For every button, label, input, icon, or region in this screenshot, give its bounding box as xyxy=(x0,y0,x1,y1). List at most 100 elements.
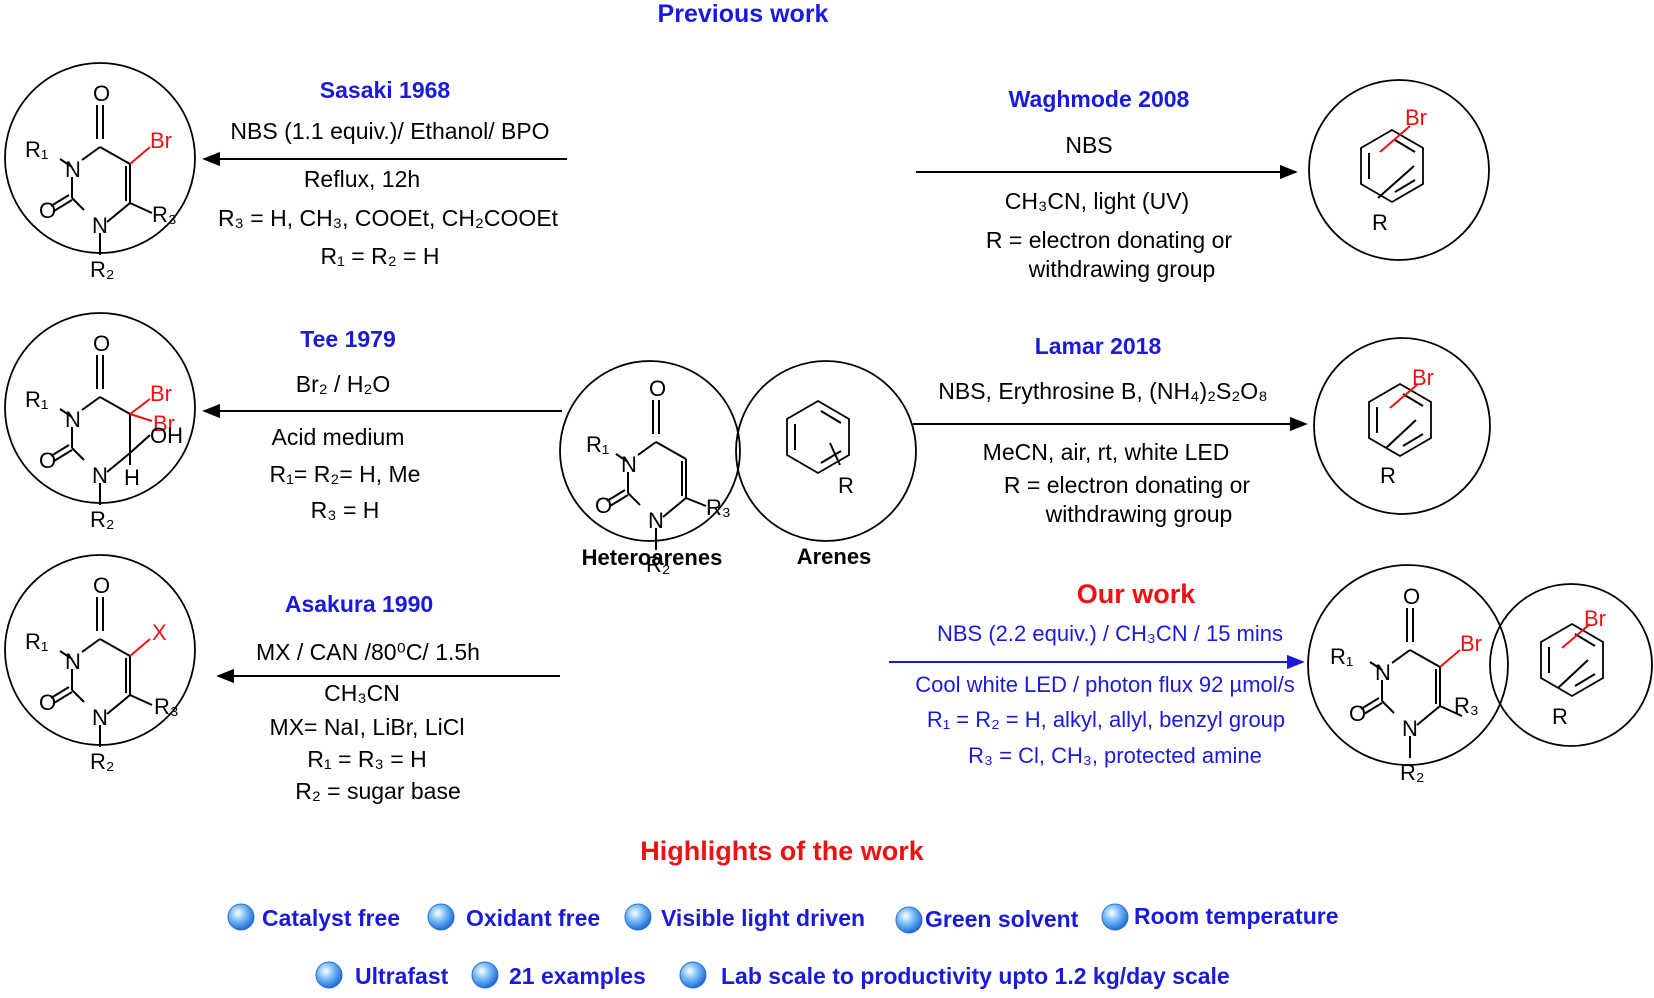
bullet-icon xyxy=(679,961,707,989)
highlight-item: 21 examples xyxy=(471,961,646,989)
sasaki-conditions: Reflux, 12h xyxy=(304,166,420,192)
highlight-item: Lab scale to productivity upto 1.2 kg/da… xyxy=(679,961,1230,989)
waghmode-reference: Waghmode 2008 xyxy=(1009,86,1190,112)
lamar-conditions: MeCN, air, rt, white LED xyxy=(983,439,1230,465)
asakura-r1-r3: R₁ = R₃ = H xyxy=(307,746,426,772)
waghmode-conditions: CH₃CN, light (UV) xyxy=(1005,188,1189,214)
sasaki-r1-r2: R₁ = R₂ = H xyxy=(321,243,440,269)
svg-text:Catalyst free: Catalyst free xyxy=(262,905,400,931)
svg-text:R₁: R₁ xyxy=(25,387,48,412)
svg-text:O: O xyxy=(93,331,110,356)
asakura-r2: R₂ = sugar base xyxy=(295,778,461,804)
lamar-reference: Lamar 2018 xyxy=(1035,333,1162,359)
arenes-label: Arenes xyxy=(797,544,872,569)
svg-text:O: O xyxy=(39,198,56,223)
bullet-icon xyxy=(427,903,455,931)
our-work-reagents: NBS (2.2 equiv.) / CH₃CN / 15 mins xyxy=(937,621,1283,646)
svg-text:O: O xyxy=(39,448,56,473)
svg-text:R₂: R₂ xyxy=(646,552,670,577)
svg-text:R₂: R₂ xyxy=(90,507,114,532)
svg-text:N: N xyxy=(92,463,108,488)
svg-text:R₂: R₂ xyxy=(90,749,114,774)
svg-text:O: O xyxy=(649,376,666,401)
svg-text:Lab scale to productivity upto: Lab scale to productivity upto 1.2 kg/da… xyxy=(721,963,1230,989)
svg-text:O: O xyxy=(1349,701,1366,726)
svg-text:Br: Br xyxy=(150,128,172,153)
svg-text:R₁: R₁ xyxy=(586,432,609,457)
heteroarene-substrate: O N N O R₃ R₁ R₂ xyxy=(559,360,741,577)
highlight-item: Room temperature xyxy=(1101,903,1338,931)
waghmode-scope-2: withdrawing group xyxy=(1028,256,1216,282)
svg-text:Ultrafast: Ultrafast xyxy=(355,963,449,989)
svg-text:Oxidant free: Oxidant free xyxy=(466,905,600,931)
svg-text:N: N xyxy=(65,157,81,182)
highlights-title: Highlights of the work xyxy=(640,836,924,866)
tee-conditions: Acid medium xyxy=(272,424,405,450)
svg-text:N: N xyxy=(92,213,108,238)
lamar-scope-1: R = electron donating or xyxy=(1004,472,1250,498)
svg-text:Br: Br xyxy=(150,381,172,406)
asakura-reagents: MX / CAN /80⁰C/ 1.5h xyxy=(256,639,480,665)
tee-r3: R₃ = H xyxy=(311,497,380,523)
svg-text:X: X xyxy=(152,620,167,645)
svg-text:N: N xyxy=(1375,660,1391,685)
highlight-item: Green solvent xyxy=(895,906,1079,934)
svg-text:N: N xyxy=(621,452,637,477)
svg-text:R: R xyxy=(1552,704,1568,729)
arene-substrate: R xyxy=(735,360,917,542)
svg-text:Br: Br xyxy=(1584,606,1606,631)
svg-text:O: O xyxy=(93,573,110,598)
svg-text:R₁: R₁ xyxy=(25,629,48,654)
svg-text:21 examples: 21 examples xyxy=(509,963,646,989)
svg-text:R: R xyxy=(1380,463,1396,488)
highlight-item: Visible light driven xyxy=(624,903,865,931)
svg-text:R₃: R₃ xyxy=(706,495,731,520)
svg-text:Br: Br xyxy=(1405,105,1427,130)
previous-work-title: Previous work xyxy=(658,0,829,28)
heteroarenes-label: Heteroarenes xyxy=(582,545,723,570)
our-work-heteroarene-product: O N N O Br R₃ R₁ R₂ xyxy=(1307,564,1509,785)
highlight-item: Oxidant free xyxy=(427,903,600,931)
svg-text:R₃: R₃ xyxy=(1454,693,1479,718)
svg-text:Br: Br xyxy=(153,411,175,436)
svg-text:R: R xyxy=(1372,210,1388,235)
svg-text:R₁: R₁ xyxy=(25,137,48,162)
sasaki-reagents: NBS (1.1 equiv.)/ Ethanol/ BPO xyxy=(230,118,549,144)
svg-text:R₁: R₁ xyxy=(1330,644,1353,669)
svg-text:O: O xyxy=(93,81,110,106)
lamar-reagents: NBS, Erythrosine B, (NH₄)₂S₂O₈ xyxy=(938,378,1267,404)
asakura-mx: MX= NaI, LiBr, LiCl xyxy=(270,714,465,740)
bullet-icon xyxy=(624,903,652,931)
lamar-scope-2: withdrawing group xyxy=(1045,501,1233,527)
bullet-icon xyxy=(227,903,255,931)
tee-product: O N N O Br Br OH H R₁ R₂ xyxy=(4,312,196,532)
our-work-title: Our work xyxy=(1077,579,1197,609)
svg-text:Visible light driven: Visible light driven xyxy=(661,905,865,931)
asakura-solvent: CH₃CN xyxy=(324,680,400,706)
svg-text:R₂: R₂ xyxy=(90,257,114,282)
our-work-r1-r2: R₁ = R₂ = H, alkyl, allyl, benzyl group xyxy=(927,707,1285,732)
our-work-arene-product: Br R xyxy=(1489,583,1653,747)
svg-text:N: N xyxy=(1402,716,1418,741)
tee-r1-r2: R₁= R₂= H, Me xyxy=(270,461,421,487)
highlight-item: Catalyst free xyxy=(227,903,400,931)
waghmode-scope-1: R = electron donating or xyxy=(986,227,1232,253)
sasaki-r3-scope: R₃ = H, CH₃, COOEt, CH₂COOEt xyxy=(218,205,559,231)
svg-text:R₃: R₃ xyxy=(154,694,179,719)
svg-text:Br: Br xyxy=(1460,631,1482,656)
asakura-product: O N N O X R₃ R₁ R₂ xyxy=(4,554,196,774)
bullet-icon xyxy=(315,961,343,989)
svg-text:Br: Br xyxy=(1412,365,1434,390)
our-work-conditions: Cool white LED / photon flux 92 µmol/s xyxy=(915,672,1295,697)
tee-reference: Tee 1979 xyxy=(300,326,395,352)
tee-reagents: Br₂ / H₂O xyxy=(296,371,391,397)
svg-text:Room temperature: Room temperature xyxy=(1134,903,1338,929)
svg-text:O: O xyxy=(595,493,612,518)
sasaki-reference: Sasaki 1968 xyxy=(320,77,451,103)
sasaki-product: O N N O Br R₃ R₁ R₂ xyxy=(4,62,196,282)
svg-text:R: R xyxy=(838,473,854,498)
svg-text:H: H xyxy=(124,465,140,490)
svg-text:N: N xyxy=(65,649,81,674)
